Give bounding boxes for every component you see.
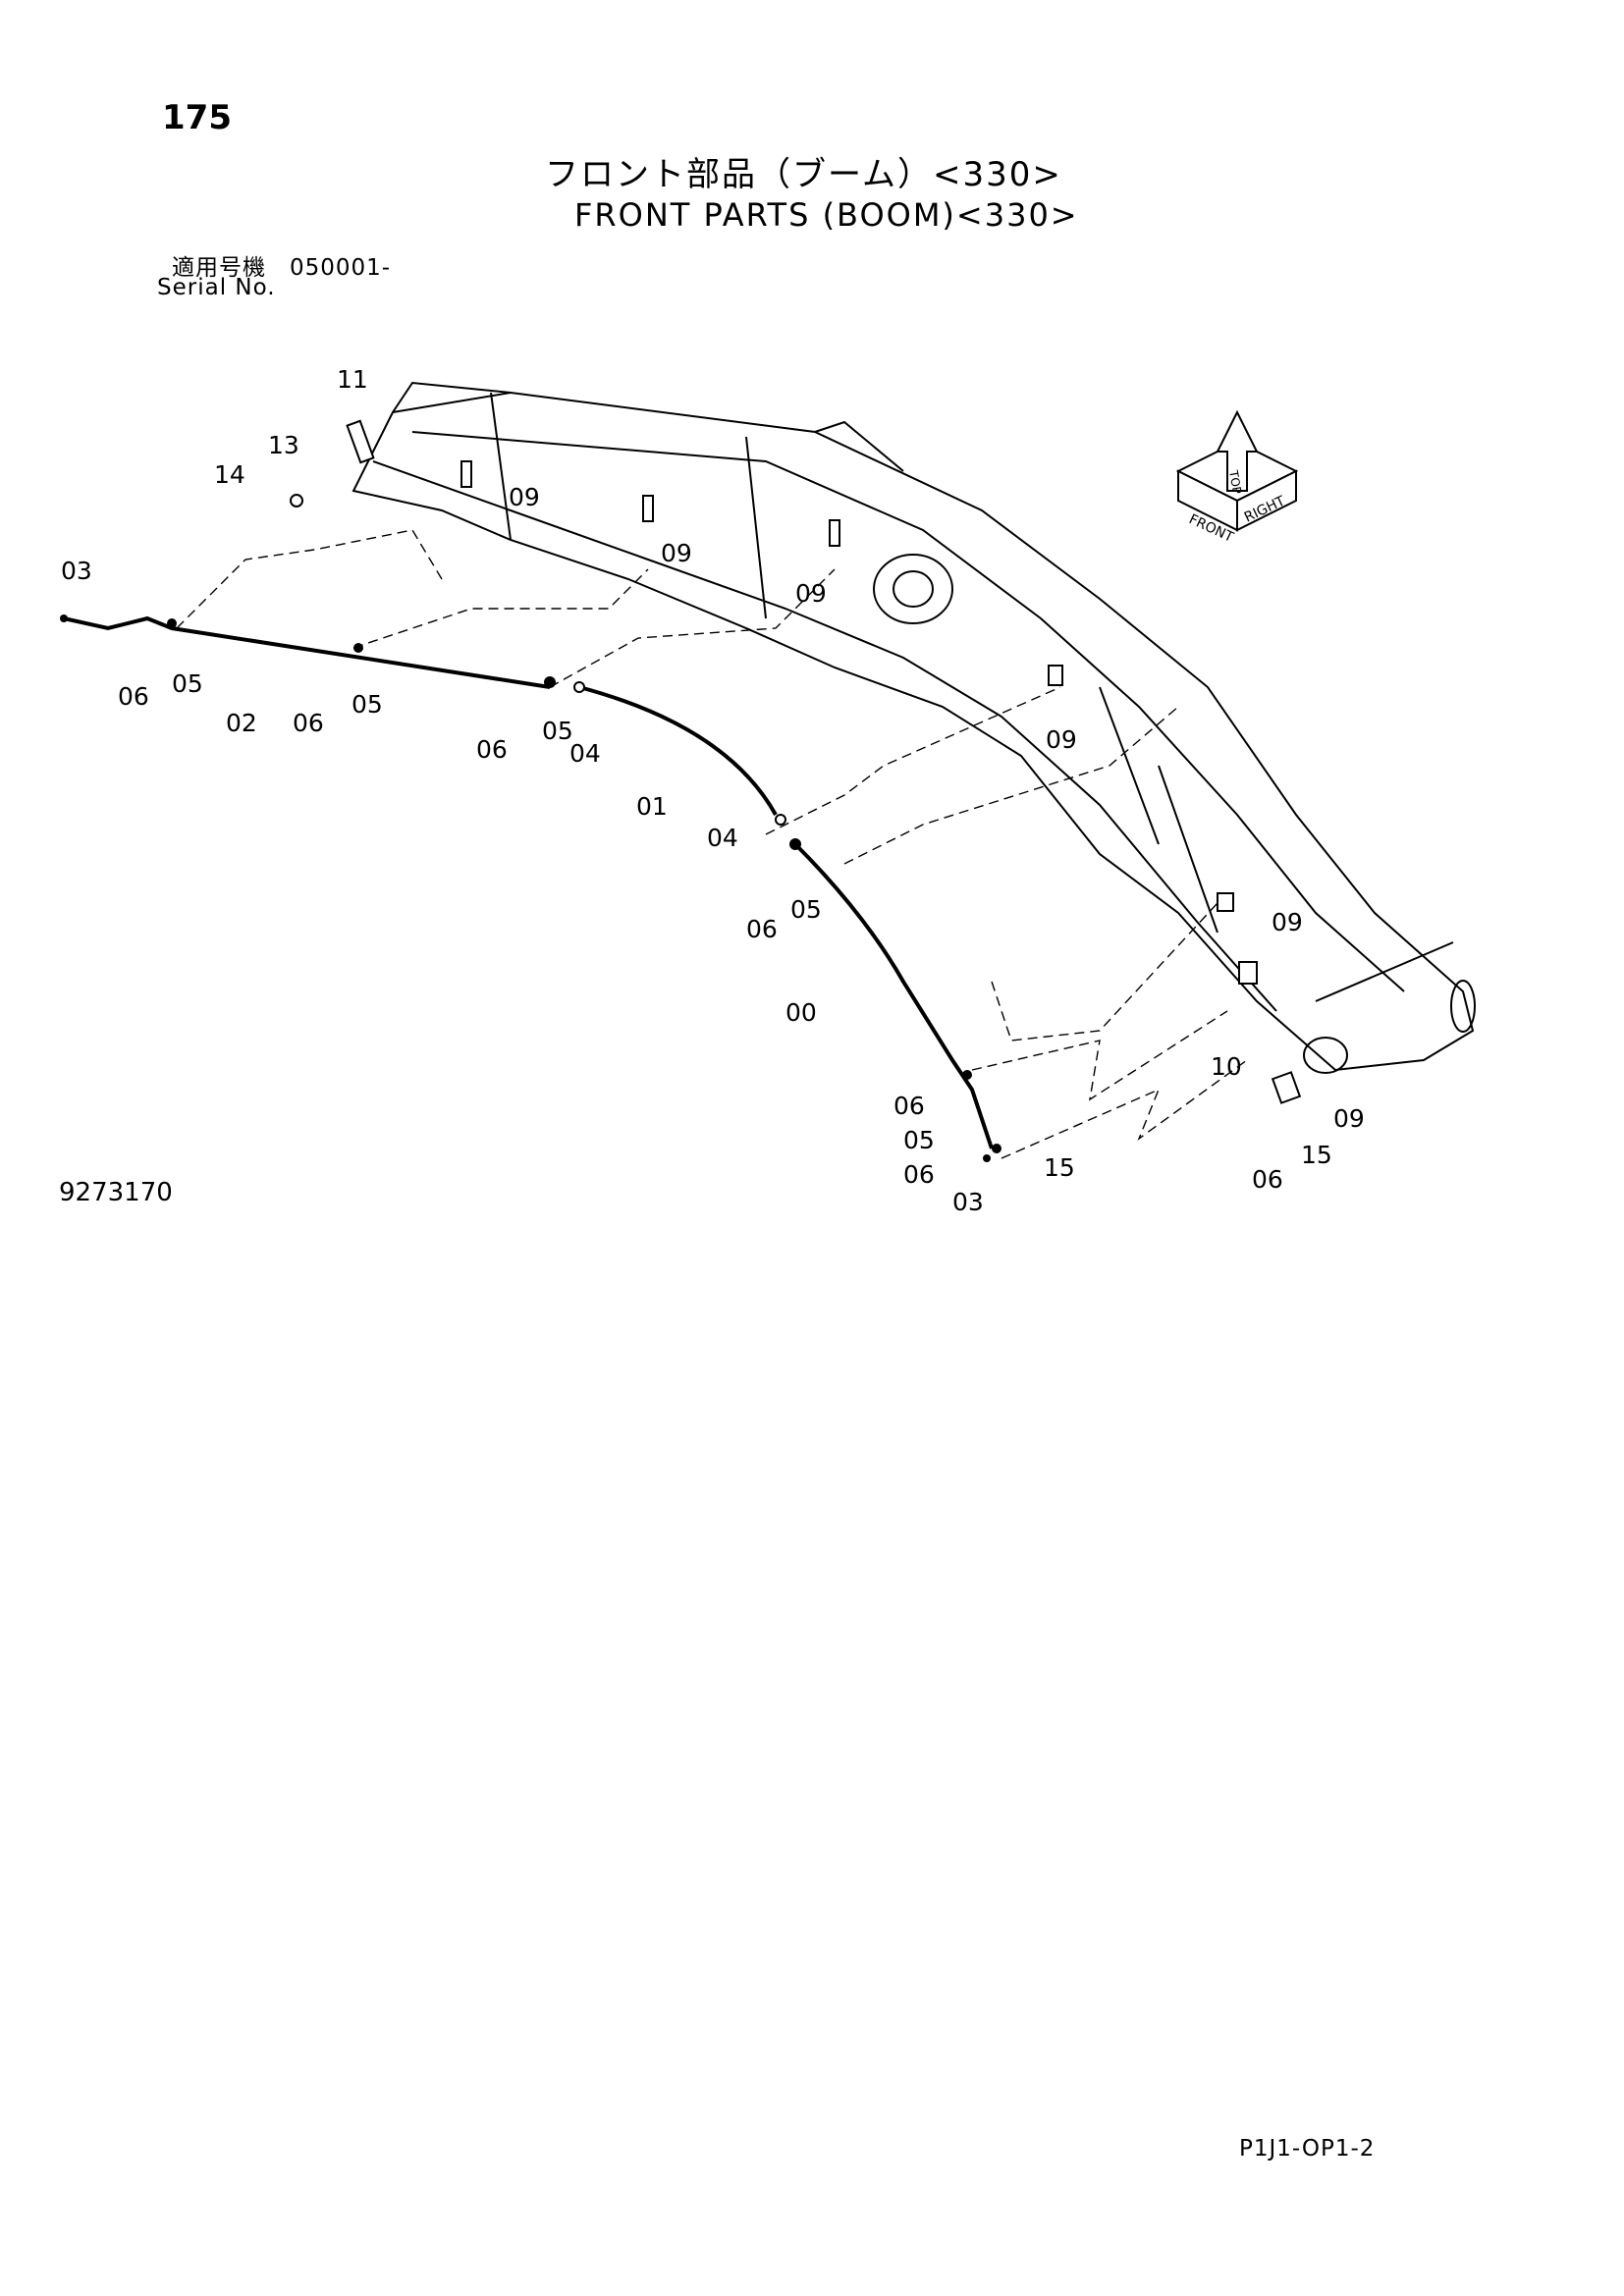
callout-label: 04	[569, 739, 601, 768]
callout-label: 11	[337, 365, 368, 394]
compass-top-label: TOP	[1226, 468, 1244, 495]
callout-label: 13	[268, 431, 299, 459]
leader-lines	[176, 529, 1248, 1159]
callout-labels: 11 13 14 09 09 09 03 06 05 02 06 05 06 0…	[61, 365, 1365, 1216]
callout-label: 06	[118, 682, 149, 711]
callout-label: 15	[1301, 1141, 1332, 1169]
callout-label: 09	[661, 539, 692, 567]
callout-label: 06	[1252, 1165, 1283, 1194]
page-title-english: FRONT PARTS (BOOM)<330>	[574, 196, 1079, 234]
callout-label: 14	[214, 460, 245, 489]
callout-label: 09	[1046, 725, 1077, 754]
page-title-japanese: フロント部品（ブーム）<330>	[545, 155, 1062, 194]
serial-label-english: Serial No.	[157, 275, 276, 300]
callout-label: 09	[1272, 908, 1303, 936]
callout-label: 00	[785, 998, 817, 1027]
callout-label: 06	[476, 735, 508, 764]
callout-label: 06	[746, 915, 778, 943]
callout-label: 05	[790, 895, 822, 924]
callout-label: 10	[1211, 1052, 1242, 1081]
serial-label-japanese: 適用号機 050001-	[172, 255, 392, 281]
page-code: P1J1-OP1-2	[1239, 2136, 1376, 2162]
drawing-number: 9273170	[59, 1178, 173, 1207]
callout-label: 09	[795, 579, 827, 608]
page-number: 175	[162, 98, 232, 137]
callout-label: 06	[903, 1160, 935, 1189]
boom-body	[352, 381, 1476, 1074]
callout-label: 05	[352, 690, 383, 719]
callout-label: 09	[509, 483, 540, 511]
callout-label: 02	[226, 709, 257, 737]
callout-label: 06	[293, 709, 324, 737]
callout-label: 05	[903, 1126, 935, 1154]
callout-label: 05	[172, 669, 203, 698]
orientation-compass-icon: FRONT RIGHT TOP	[1175, 409, 1299, 546]
callout-label: 01	[636, 792, 668, 821]
callout-label: 09	[1333, 1104, 1365, 1133]
callout-label: 04	[707, 824, 738, 852]
hose-assembly	[60, 614, 1001, 1162]
callout-label: 03	[952, 1188, 984, 1216]
clamps	[290, 419, 1302, 1104]
callout-label: 03	[61, 557, 92, 585]
callout-label: 05	[542, 717, 573, 745]
callout-label: 15	[1044, 1153, 1075, 1182]
callout-label: 06	[893, 1092, 925, 1120]
